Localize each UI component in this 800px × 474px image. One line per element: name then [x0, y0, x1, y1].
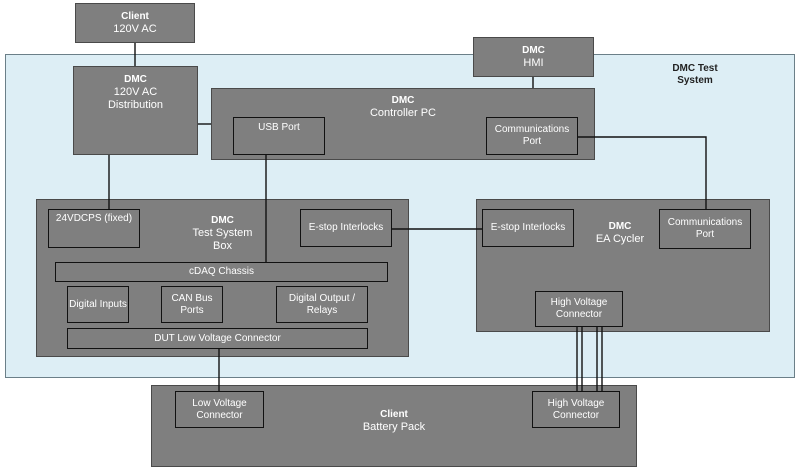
battery-org: Client: [380, 409, 408, 420]
pc-communications-port: Communications Port: [486, 117, 578, 155]
test-box-line1: Test System: [192, 227, 253, 239]
client-ac-name: 120V AC: [113, 23, 157, 35]
digital-inputs: Digital Inputs: [67, 286, 129, 323]
battery-name: Battery Pack: [362, 421, 426, 433]
ac-dist-line1: 120V AC: [113, 86, 158, 98]
ea-cycler-name: EA Cycler: [595, 233, 645, 245]
cycler-estop-interlocks: E-stop Interlocks: [482, 209, 574, 247]
test-box-org: DMC: [211, 215, 234, 226]
cdaq-chassis: cDAQ Chassis: [55, 262, 388, 282]
can-bus-ports: CAN Bus Ports: [161, 286, 223, 323]
psu-24vdc: 24VDCPS (fixed): [48, 209, 140, 248]
battery-low-voltage-connector: Low Voltage Connector: [175, 391, 264, 428]
ac-dist-line2: Distribution: [107, 99, 164, 111]
test-box-estop-interlocks: E-stop Interlocks: [300, 209, 392, 247]
ac-dist-org: DMC: [124, 74, 147, 85]
client-ac-org: Client: [121, 11, 149, 22]
controller-pc-name: Controller PC: [369, 107, 437, 119]
dut-low-voltage-connector: DUT Low Voltage Connector: [67, 328, 368, 349]
hmi-block: DMC HMI: [473, 37, 594, 77]
controller-pc-org: DMC: [391, 95, 415, 106]
ea-cycler-org: DMC: [608, 221, 632, 232]
cycler-communications-port: Communications Port: [659, 209, 751, 249]
digital-output-relays: Digital Output / Relays: [276, 286, 368, 323]
cycler-high-voltage-connector: High Voltage Connector: [535, 291, 623, 327]
usb-port: USB Port: [233, 117, 325, 155]
test-box-line2: Box: [213, 240, 232, 252]
ac-distribution-block: DMC 120V AC Distribution: [73, 66, 198, 155]
test-system-label: DMC Test System: [672, 63, 718, 86]
hmi-name: HMI: [523, 57, 544, 69]
hmi-org: DMC: [522, 45, 545, 56]
client-ac-block: Client 120V AC: [75, 3, 195, 43]
battery-high-voltage-connector: High Voltage Connector: [532, 391, 620, 428]
